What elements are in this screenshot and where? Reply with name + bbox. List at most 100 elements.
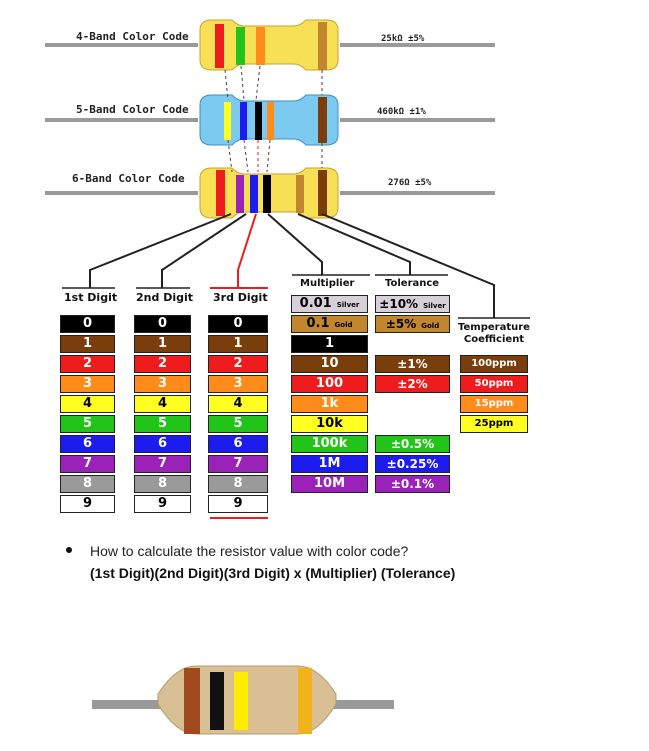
- question-text: How to calculate the resistor value with…: [90, 543, 409, 559]
- digit-2-cell-value: 3: [157, 376, 168, 391]
- bullet-icon: [66, 547, 72, 553]
- tolerance-cell: ±0.5%: [375, 435, 450, 453]
- tolerance-cell: ±1%: [375, 355, 450, 373]
- digit-3-cell-value: 7: [233, 456, 243, 471]
- sample-resistor: [92, 665, 394, 735]
- multiplier-cell-value: 10k: [316, 416, 343, 431]
- digit-2-cell-value: 6: [157, 436, 168, 451]
- tempco-cell-value: 50ppm: [474, 378, 514, 389]
- resistor-6-band: [199, 167, 339, 219]
- multiplier-cell-value: 1k: [320, 396, 339, 411]
- digit-3-cell-value: 4: [233, 396, 243, 411]
- multiplier-cell: 100: [291, 375, 368, 393]
- digit-1-cell: 9: [60, 495, 115, 513]
- digit-3-cell: 3: [208, 375, 268, 393]
- tempco-cell: 25ppm: [460, 415, 528, 433]
- tolerance-column: ±10%Silver ±5% Gold ±1% ±2% ±0.5% ±0.25% ±0.1%: [375, 295, 450, 495]
- digit-1-cell-value: 4: [82, 396, 93, 411]
- tempco-cell: 15ppm: [460, 395, 528, 413]
- digit-3-cell-value: 0: [233, 316, 243, 331]
- digit-1-cell: 3: [60, 375, 115, 393]
- digit-2-cell: 4: [134, 395, 191, 413]
- digit-1-cell: 0: [60, 315, 115, 333]
- digit-3-cell: 2: [208, 355, 268, 373]
- digit-1-cell: 5: [60, 415, 115, 433]
- first-digit-header: 1st Digit: [64, 291, 118, 304]
- digit-1-cell: 7: [60, 455, 115, 473]
- first-digit-column: 0 1 2 3 4 5 6 7 8 9: [60, 315, 115, 515]
- resistor-4-band-value: 25kΩ ±5%: [381, 34, 425, 44]
- multiplier-cell: 10: [291, 355, 368, 373]
- digit-3-cell: 6: [208, 435, 268, 453]
- digit-1-cell-value: 8: [82, 476, 93, 491]
- resistor-5-band-value: 460kΩ ±1%: [377, 107, 426, 117]
- digit-2-cell: 7: [134, 455, 191, 473]
- multiplier-cell: 100k: [291, 435, 368, 453]
- digit-2-cell: 8: [134, 475, 191, 493]
- digit-2-cell-value: 9: [157, 496, 168, 511]
- tempco-cell: 100ppm: [460, 355, 528, 373]
- digit-3-cell: 1: [208, 335, 268, 353]
- digit-1-cell: 1: [60, 335, 115, 353]
- digit-3-cell-value: 8: [233, 476, 243, 491]
- tolerance-cell-value: ±10%: [379, 297, 419, 311]
- tolerance-cell-value: ±0.25%: [386, 457, 439, 471]
- tempco-cell: 50ppm: [460, 375, 528, 393]
- tolerance-cell: ±2%: [375, 375, 450, 393]
- tolerance-cell-sub: Gold: [421, 322, 440, 330]
- digit-3-cell: 9: [208, 495, 268, 513]
- digit-2-cell-value: 0: [157, 316, 168, 331]
- digit-2-cell-value: 7: [157, 456, 168, 471]
- digit-2-cell: 2: [134, 355, 191, 373]
- digit-2-cell: 1: [134, 335, 191, 353]
- tolerance-cell: ±10%Silver: [375, 295, 450, 313]
- resistor-6-band-label: 6-Band Color Code: [72, 172, 185, 185]
- digit-2-cell: 9: [134, 495, 191, 513]
- tempco-cell-value: 100ppm: [471, 358, 517, 369]
- digit-2-cell: 3: [134, 375, 191, 393]
- tolerance-cell: ±0.25%: [375, 455, 450, 473]
- digit-1-cell: 2: [60, 355, 115, 373]
- multiplier-cell-value: 1M: [318, 456, 341, 471]
- tolerance-cell-value: ±1%: [397, 357, 428, 371]
- tolerance-cell-value: ±5%: [385, 317, 417, 331]
- digit-2-cell-value: 2: [157, 356, 168, 371]
- second-digit-header: 2nd Digit: [136, 291, 193, 304]
- multiplier-cell-sub: Silver: [336, 301, 360, 309]
- resistor-6-band-value: 276Ω ±5%: [388, 178, 432, 188]
- digit-1-cell: 6: [60, 435, 115, 453]
- digit-3-cell-value: 3: [233, 376, 243, 391]
- leader-lines: [89, 213, 495, 318]
- digit-1-cell-value: 2: [82, 356, 93, 371]
- multiplier-cell-value: 100k: [311, 436, 348, 451]
- multiplier-cell-sub: Gold: [334, 321, 353, 329]
- multiplier-cell: 1M: [291, 455, 368, 473]
- temperature-coefficient-column: 100ppm 50ppm 15ppm 25ppm: [460, 355, 528, 435]
- digit-2-cell-value: 8: [157, 476, 168, 491]
- digit-1-cell: 8: [60, 475, 115, 493]
- tolerance-cell: ±5% Gold: [375, 315, 450, 333]
- multiplier-cell-value: 0.1: [306, 316, 330, 331]
- tolerance-cell-value: ±0.5%: [390, 437, 435, 451]
- digit-3-cell-value: 2: [233, 356, 243, 371]
- digit-1-cell-value: 1: [82, 336, 93, 351]
- digit-1-cell: 4: [60, 395, 115, 413]
- multiplier-cell: 0.1 Gold: [291, 315, 368, 333]
- third-digit-leader: [237, 213, 257, 288]
- digit-1-cell-value: 5: [82, 416, 93, 431]
- digit-3-cell: 7: [208, 455, 268, 473]
- digit-3-cell: 8: [208, 475, 268, 493]
- tolerance-cell-value: ±0.1%: [390, 477, 435, 491]
- digit-2-cell: 6: [134, 435, 191, 453]
- multiplier-cell: 1: [291, 335, 368, 353]
- multiplier-cell-value: 1: [324, 336, 335, 351]
- tempco-cell-value: 15ppm: [474, 398, 514, 409]
- digit-1-cell-value: 7: [82, 456, 93, 471]
- resistor-4-band-label: 4-Band Color Code: [76, 30, 189, 43]
- tolerance-cell: ±0.1%: [375, 475, 450, 493]
- multiplier-cell-value: 100: [315, 376, 344, 391]
